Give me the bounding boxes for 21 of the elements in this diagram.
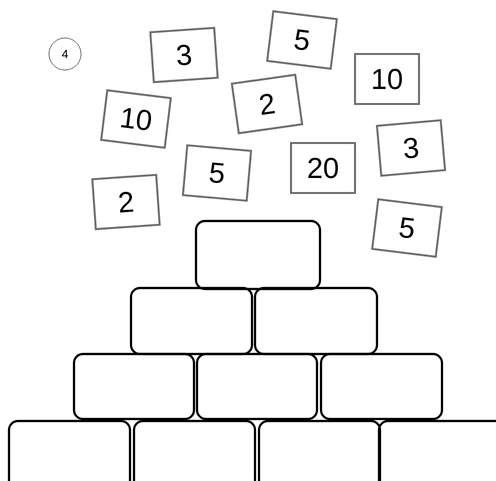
number-card: 5 (371, 198, 443, 258)
empty-brick (258, 420, 382, 481)
number-card: 2 (230, 74, 304, 134)
empty-brick (254, 286, 378, 356)
empty-brick (378, 420, 496, 481)
empty-brick (196, 352, 318, 420)
number-card: 20 (290, 142, 356, 194)
number-card: 10 (354, 53, 420, 105)
number-card: 2 (91, 174, 161, 230)
number-card: 5 (182, 144, 252, 202)
number-card: 3 (149, 26, 219, 84)
number-badge: 4 (48, 38, 82, 70)
empty-brick (320, 352, 444, 420)
number-card: 5 (266, 10, 338, 70)
number-card: 3 (376, 119, 446, 177)
empty-brick (194, 220, 322, 290)
empty-brick (72, 352, 196, 420)
empty-brick (132, 420, 256, 481)
empty-brick (8, 420, 132, 481)
number-card: 10 (100, 89, 172, 149)
empty-brick (130, 286, 254, 356)
